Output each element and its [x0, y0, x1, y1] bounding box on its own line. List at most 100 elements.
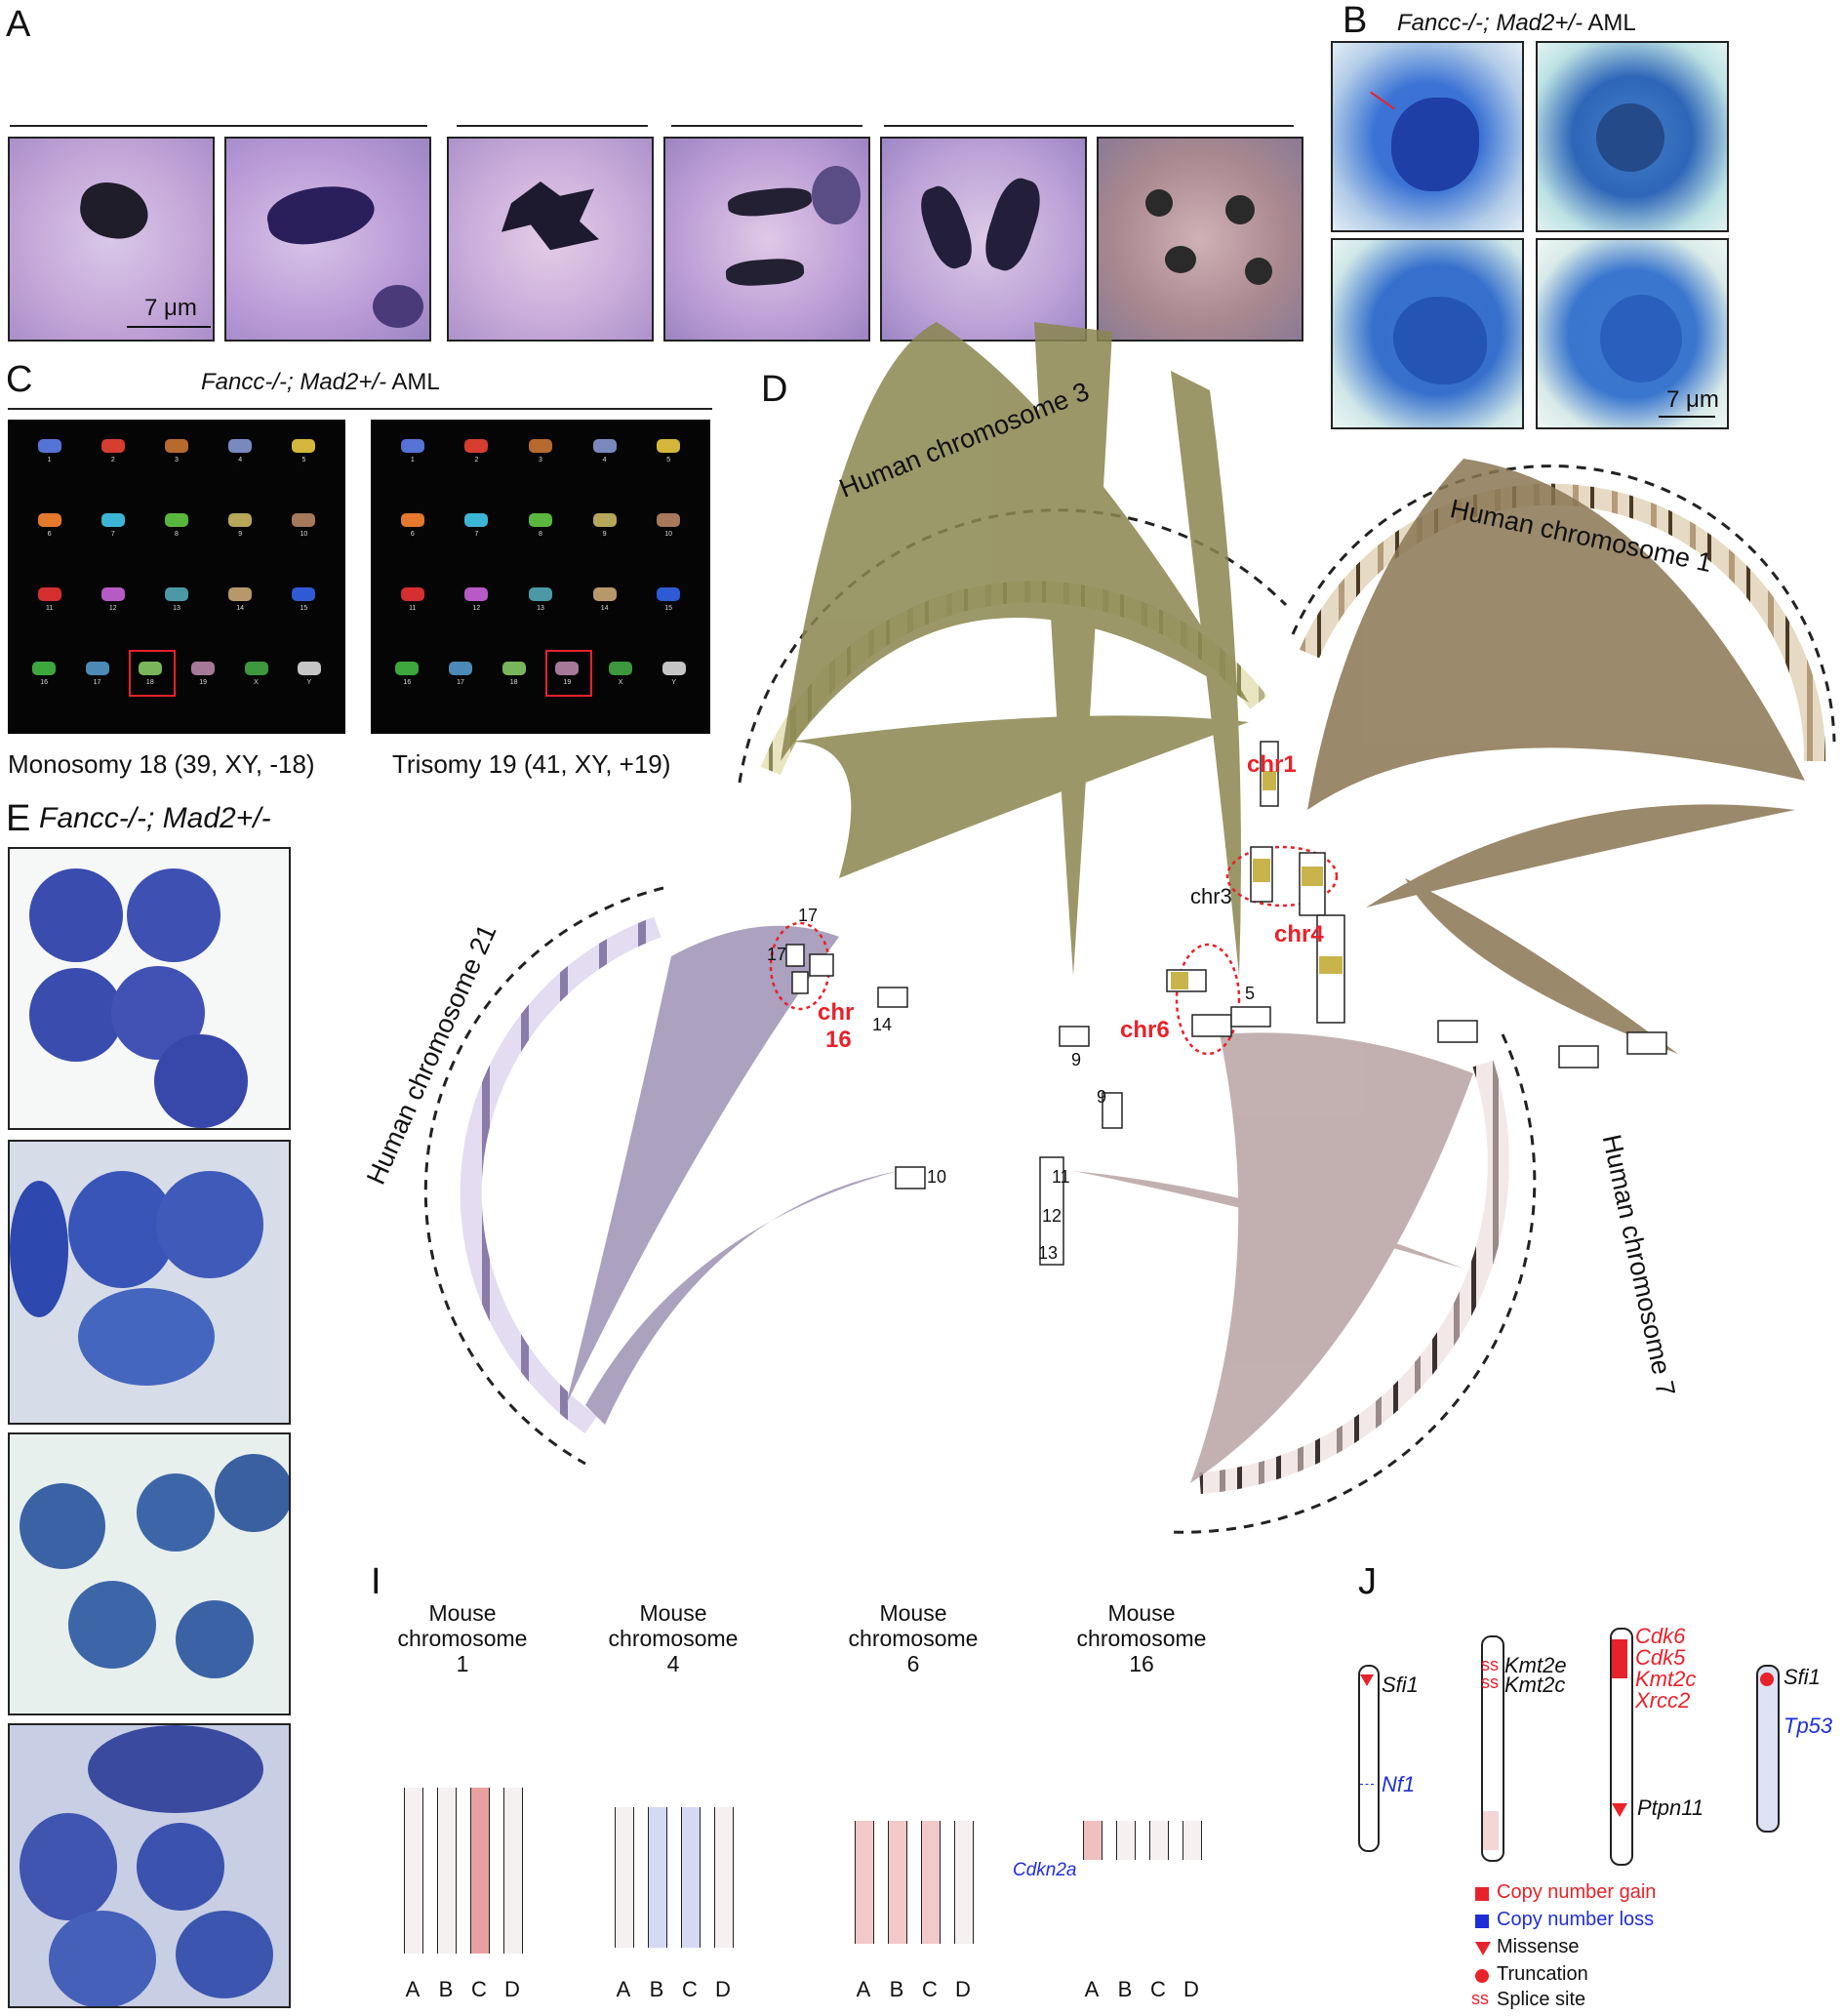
karyotype-chromosome — [191, 662, 216, 675]
missense-marker-sfi1 — [1360, 1674, 1374, 1686]
karyotype-chromosome — [228, 513, 253, 527]
copy-number-track — [888, 1821, 907, 1944]
karyotype-number-label: 3 — [539, 457, 542, 464]
karyotype-chromosome — [661, 662, 686, 675]
dashed-arc-hchr7 — [1170, 1033, 1537, 1534]
panel-d-circos — [423, 322, 1836, 1534]
karyotype-chromosome — [529, 439, 552, 453]
mouse-chromosome-header-line: chromosome — [1076, 1626, 1207, 1651]
ideogram-hchr21 — [460, 916, 661, 1433]
karyotype-number-label: 4 — [238, 457, 243, 464]
gene-label-cdk6: Cdk6 — [1635, 1624, 1686, 1648]
karyotype-chromosome — [609, 662, 632, 675]
karyotype-chromosome — [592, 513, 617, 527]
karyotype-number-label: 5 — [301, 457, 306, 464]
karyotype-number-label: 15 — [300, 605, 308, 612]
copy-number-track — [470, 1788, 490, 1954]
karyotype-number-label: 11 — [409, 605, 417, 612]
karyotype-chromosome — [449, 662, 472, 675]
copy-number-track — [681, 1807, 701, 1948]
legend-truncation-label: Truncation — [1497, 1963, 1588, 1985]
label-mouse-10: 10 — [927, 1167, 947, 1187]
legend-gain-label: Copy number gain — [1497, 1881, 1657, 1903]
mutation-chromosome-2 — [1481, 1635, 1504, 1862]
karyotype-chromosome — [292, 439, 316, 453]
mitosis-image-2 — [224, 137, 431, 342]
scale-label: 7 μm — [1666, 386, 1719, 413]
aml-cell-image-3 — [1331, 238, 1524, 429]
legend-missense-icon — [1475, 1942, 1491, 1956]
group-rule-4 — [884, 125, 1294, 127]
karyotype-number-label: 18 — [145, 679, 154, 686]
karyotype-chromosome — [138, 662, 162, 675]
karyotype-number-label: 3 — [175, 457, 179, 464]
group-rule-3 — [671, 125, 862, 127]
label-mouse-chr3: chr3 — [1190, 884, 1232, 908]
sample-label: A — [856, 1977, 871, 2001]
sample-label: B — [1117, 1977, 1133, 2001]
sample-label: A — [1084, 1977, 1100, 2001]
cytospin-image-f — [8, 1140, 291, 1425]
scale-bar — [1659, 416, 1715, 418]
mutation-chromosome-4 — [1756, 1665, 1780, 1833]
aml-cell-image-1 — [1331, 41, 1524, 232]
gene-label-kmt2e: Kmt2e — [1504, 1653, 1567, 1677]
gene-label-ptpn11: Ptpn11 — [1637, 1795, 1704, 1820]
karyotype-chromosome — [228, 439, 253, 453]
karyotype-chromosome — [657, 587, 681, 601]
cytospin-image-e — [8, 847, 291, 1130]
panel-label-e: E — [6, 798, 31, 839]
mouse-chromosome-header-line: Mouse — [1107, 1600, 1176, 1626]
legend-loss-swatch — [1475, 1915, 1489, 1928]
legend-gain-swatch — [1475, 1887, 1489, 1901]
mitosis-image-5 — [880, 137, 1087, 342]
mouse-chromosome-header-line: chromosome — [608, 1626, 739, 1651]
karyotype-chromosome — [592, 587, 617, 601]
sample-label: A — [616, 1977, 631, 2001]
karyotype-chromosome — [400, 513, 424, 527]
mouse-chromosome-header-line: 4 — [666, 1651, 680, 1676]
gene-label-cdkn2a: Cdkn2a — [1013, 1860, 1077, 1880]
karyotype-chromosome — [228, 587, 253, 601]
copy-number-track — [1149, 1821, 1169, 1860]
sample-label: B — [889, 1977, 904, 2001]
karyotype-number-label: 1 — [47, 457, 52, 464]
copy-number-track — [1083, 1821, 1102, 1860]
karyotype-number-label: X — [254, 679, 259, 686]
label-mouse-17-left: 17 — [767, 945, 787, 964]
karyotype-chromosome — [244, 662, 268, 675]
ideogram-hchr7 — [1199, 1060, 1509, 1494]
label-mouse-chr6: chr6 — [1120, 1017, 1170, 1043]
panel-e-title: Fancc-/-; Mad2+/- — [39, 802, 271, 834]
mitosis-image-6 — [1097, 137, 1303, 342]
mouse-chromosome-header-line: 1 — [456, 1651, 469, 1676]
copy-number-track — [855, 1821, 874, 1944]
karyotype-number-label: 4 — [602, 457, 607, 464]
karyotype-number-label: 18 — [509, 679, 518, 686]
label-mouse-11: 11 — [1052, 1167, 1070, 1187]
copy-number-track — [437, 1788, 457, 1954]
group-rule-2 — [457, 125, 648, 127]
mutation-chromosome-1 — [1358, 1665, 1380, 1852]
title-rule — [8, 408, 712, 410]
karyotype-number-label: 16 — [40, 679, 49, 686]
legend-truncation-icon — [1475, 1969, 1489, 1983]
mouse-chromosome-header-line: 16 — [1129, 1651, 1154, 1676]
panel-label-c: C — [6, 359, 33, 400]
label-mouse-9b: 9 — [1097, 1087, 1107, 1107]
copy-number-track — [714, 1807, 734, 1948]
karyotype-chromosome — [100, 513, 125, 527]
gene-label-kmt2c: Kmt2c — [1504, 1673, 1566, 1697]
caption-monosomy-18: Monosomy 18 (39, XY, -18) — [8, 749, 315, 779]
karyotype-number-label: 12 — [108, 605, 117, 612]
genotype-text: Fancc-/-; Mad2+/- — [1397, 10, 1583, 36]
gene-label-kmt2c-2: Kmt2c — [1635, 1667, 1697, 1691]
copy-number-track — [1183, 1821, 1202, 1860]
highlight-box — [128, 650, 176, 697]
karyotype-number-label: 6 — [410, 531, 415, 538]
scale-label: 7 μm — [144, 295, 197, 321]
gene-label-xrcc2: Xrcc2 — [1635, 1688, 1691, 1713]
karyotype-chromosome — [297, 662, 321, 675]
karyotype-number-label: 14 — [600, 605, 609, 612]
